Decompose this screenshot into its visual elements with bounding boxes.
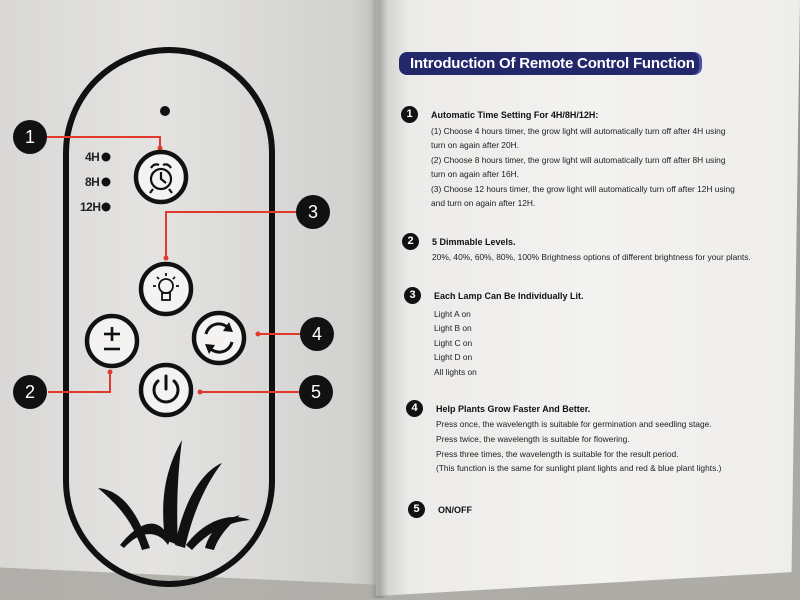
light-bulb-icon	[153, 273, 179, 301]
power-button[interactable]	[138, 362, 194, 418]
callout-circle-1	[13, 120, 47, 154]
section-2-line: 20%, 40%, 60%, 80%, 100% Brightness opti…	[432, 252, 751, 262]
callout-label-4: 4	[311, 324, 322, 344]
section-heading-1: Automatic Time Setting For 4H/8H/12H:	[431, 110, 599, 120]
section-1-line: (1) Choose 4 hours timer, the grow light…	[431, 126, 726, 136]
callout-circle-4	[300, 317, 334, 351]
callout-line-2	[48, 372, 111, 393]
alarm-clock-icon	[149, 163, 173, 194]
timer-led-8h	[101, 177, 111, 187]
timer-label-4h: 4H	[85, 150, 100, 164]
callout-label-2: 2	[24, 382, 35, 402]
section-1-line: turn on again after 16H.	[431, 169, 519, 179]
section-heading-5: ON/OFF	[438, 505, 472, 515]
callout-label-1: 1	[24, 127, 35, 147]
section-heading-4: Help Plants Grow Faster And Better.	[436, 404, 591, 414]
page-title: Introduction Of Remote Control Function	[410, 55, 695, 72]
timer-label-12h: 12H	[80, 200, 101, 214]
timer-led-12h	[101, 202, 111, 212]
power-icon	[152, 374, 180, 404]
callout-circle-2	[13, 375, 47, 409]
remote-illustration	[13, 47, 334, 587]
right-page	[376, 0, 800, 596]
section-number-5: 5	[408, 501, 425, 518]
section-4-line: Press once, the wavelength is suitable f…	[436, 419, 712, 429]
page-spine	[370, 0, 388, 598]
section-heading-2: 5 Dimmable Levels.	[432, 237, 516, 247]
brightness-button[interactable]	[138, 261, 194, 317]
section-1-line: (3) Choose 12 hours timer, the grow ligh…	[431, 184, 735, 194]
section-heading-3: Each Lamp Can Be Individually Lit.	[434, 291, 584, 301]
title-banner	[399, 52, 699, 75]
section-3-line: Light C on	[434, 338, 473, 348]
callout-lines	[46, 136, 302, 393]
section-3-line: Light D on	[434, 352, 473, 362]
callout-line-3	[165, 211, 297, 258]
section-1-line: (2) Choose 8 hours timer, the grow light…	[431, 155, 726, 165]
callout-label-3: 3	[307, 202, 318, 222]
cycle-button[interactable]	[191, 310, 247, 366]
section-4-line: Press three times, the wavelength is sui…	[436, 449, 679, 459]
plant-icon	[98, 440, 250, 550]
plus-minus-icon	[104, 327, 120, 351]
section-1-line: and turn on again after 12H.	[431, 198, 536, 208]
section-number-1: 1	[401, 106, 418, 123]
ir-emitter-dot	[160, 106, 170, 116]
remote-body-outline	[63, 47, 275, 587]
section-number-4: 4	[406, 400, 423, 417]
callout-endpoints	[107, 145, 261, 395]
section-3-line: All lights on	[434, 367, 477, 377]
section-number-3: 3	[404, 287, 421, 304]
callout-line-1	[46, 136, 161, 148]
section-1-line: turn on again after 20H.	[431, 140, 519, 150]
callout-numbers	[13, 120, 334, 409]
timer-label-8h: 8H	[85, 175, 100, 189]
section-3-line: Light B on	[434, 323, 472, 333]
section-3-line: Light A on	[434, 309, 471, 319]
section-4-line: Press twice, the wavelength is suitable …	[436, 434, 630, 444]
timer-led-4h	[101, 152, 111, 162]
plus-minus-button[interactable]	[84, 313, 140, 369]
callout-circle-5	[299, 375, 333, 409]
callout-label-5: 5	[310, 382, 321, 402]
section-4-line: (This function is the same for sunlight …	[436, 463, 722, 473]
section-number-2: 2	[402, 233, 419, 250]
timer-button[interactable]	[133, 149, 189, 205]
callout-circle-3	[296, 195, 330, 229]
